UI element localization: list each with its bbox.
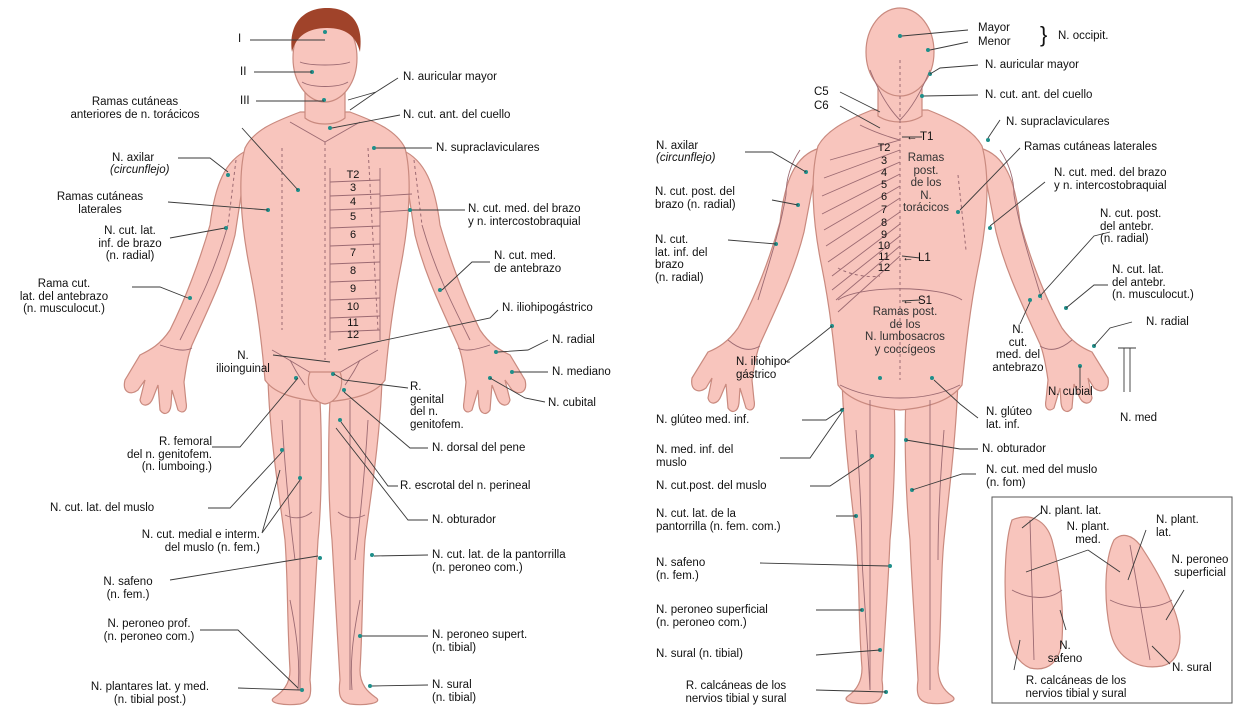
back-cut-lat-pantorrilla-label: N. cut. lat. de la pantorrilla (n. fem. … [656,508,781,533]
front-r-escrotal-label: R. escrotal del n. perineal [400,480,530,493]
back-cut-post-muslo-label: N. cut.post. del muslo [656,480,767,493]
back-cut-lat-inf-brazo-label: N. cut. lat. inf. del brazo (n. radial) [655,234,707,284]
front-safeno-label: N. safeno (n. fem.) [88,576,168,601]
back-occipit-label: N. occipit. [1058,30,1109,43]
front-ramas-cut-lat-label: Ramas cutáneas laterales [34,191,166,216]
back-supraclaviculares-label: N. supraclaviculares [1006,116,1110,129]
front-supraclaviculares-label: N. supraclaviculares [436,142,540,155]
back-radial-label: N. radial [1146,316,1189,329]
face-zone-label: I [238,33,241,46]
front-obturador-label: N. obturador [432,514,496,527]
front-cut-lat-pantorrilla-label: N. cut. lat. de la pantorrilla (n. peron… [432,549,566,574]
back-cut-post-antebr-label: N. cut. post. del antebr. (n. radial) [1100,208,1161,246]
front-cubital-label: N. cubital [548,397,596,410]
front-cut-medial-interm-label: N. cut. medial e interm. del muslo (n. f… [70,529,260,554]
inset-safeno-label: N. safeno [1040,640,1090,665]
front-auricular-mayor-label: N. auricular mayor [403,71,497,84]
back-t1-marker: ← [906,131,918,144]
front-iliohipogastrico-label: N. iliohipogástrico [502,302,593,315]
back-cut-post-brazo-label: N. cut. post. del brazo (n. radial) [655,186,736,211]
front-mediano-label: N. mediano [552,366,611,379]
back-cervical-label: C6 [814,100,829,113]
front-dorsal-pene-label: N. dorsal del pene [432,442,525,455]
front-axilar-sub-label: (circunflejo) [110,164,169,177]
inset-plant-lat-label: N. plant. lat. [1040,505,1101,518]
front-r-femoral-label: R. femoral del n. genitofem. (n. lumboin… [40,436,212,474]
back-med-inf-muslo-label: N. med. inf. del muslo [656,444,733,469]
face-zone-label: II [240,66,246,79]
front-peroneo-prof-label: N. peroneo prof. (n. peroneo com.) [84,618,214,643]
back-gluteo-lat-inf-label: N. glúteo lat. inf. [986,406,1032,431]
back-dermatome-label: 12 [870,263,898,275]
front-ramas-cut-ant-label: Ramas cutáneas anteriores de n. torácico… [20,96,250,121]
back-iliohipogastrico-label: N. iliohipo- gástrico [736,356,790,381]
inset-plant-med-label: N. plant. med. [1060,521,1116,546]
inset-r-calcaneas-label: R. calcáneas de los nervios tibial y sur… [996,675,1156,700]
front-dermatome-label: 12 [338,330,368,342]
inset-plant-lat-2-label: N. plant. lat. [1156,514,1199,539]
front-dermatome-label: 9 [338,284,368,296]
front-cut-ant-cuello-label: N. cut. ant. del cuello [403,109,510,122]
back-cut-med-antebrazo-label: N. cut. med. del antebrazo [978,324,1058,374]
back-mayor-label: Mayor [978,22,1010,35]
front-axilar-label: N. axilar [112,152,154,165]
front-cut-lat-muslo-label: N. cut. lat. del muslo [50,502,154,515]
back-dermatome-label: 8 [870,218,898,230]
back-auricular-mayor-label: N. auricular mayor [985,59,1079,72]
back-ramas-cut-lat-label: Ramas cutáneas laterales [1024,141,1157,154]
back-cervical-label: C5 [814,86,829,99]
back-cut-lat-antebr-label: N. cut. lat. del antebr. (n. musculocut.… [1112,264,1194,302]
front-sural-label: N. sural (n. tibial) [432,679,476,704]
back-gluteo-med-inf-label: N. glúteo med. inf. [656,414,749,427]
back-dermatome-label: 5 [870,180,898,192]
back-cut-med-muslo-label: N. cut. med del muslo (n. fom) [986,464,1097,489]
back-cut-med-brazo-label: N. cut. med. del brazo y n. intercostobr… [1054,167,1167,192]
back-t1-label: T1 [920,131,933,144]
front-dermatome-label: 10 [338,302,368,314]
back-axilar-label: N. axilar [656,140,698,153]
front-cut-med-brazo-label: N. cut. med. del brazo y n. intercostobr… [468,203,581,228]
back-l1-marker: ← [902,252,914,265]
front-dermatome-label: 8 [338,266,368,278]
back-axilar-sub-label: (circunflejo) [656,152,715,165]
back-peroneo-superficial-label: N. peroneo superficial (n. peroneo com.) [656,604,768,629]
inset-peroneo-superficial-label: N. peroneo superficial [1168,554,1232,579]
front-dermatome-label: 6 [338,230,368,242]
back-dermatome-label: 4 [870,168,898,180]
front-dermatome-label: 7 [338,248,368,260]
back-r-calcaneas-label: R. calcáneas de los nervios tibial y sur… [656,680,816,705]
front-dermatome-label: 11 [338,318,368,330]
back-safeno-label: N. safeno (n. fem.) [656,557,705,582]
front-ilioinguinal-label: N. ilioinguinal [212,350,274,375]
front-cut-med-antebrazo-label: N. cut. med. de antebrazo [494,250,561,275]
back-l1-label: L1 [918,252,931,265]
front-dermatome-label: 3 [338,183,368,195]
front-r-genital-label: R. genital del n. genitofem. [410,381,464,431]
back-dermatome-label: 3 [870,156,898,168]
front-rama-cut-lat-antebrazo-label: Rama cut. lat. del antebrazo (n. musculo… [0,278,128,316]
back-dermatome-label: 6 [870,192,898,204]
back-dermatome-label: 7 [870,205,898,217]
back-menor-label: Menor [978,36,1011,49]
front-radial-label: N. radial [552,334,595,347]
back-cubial-label: N. cubial [1048,386,1093,399]
back-ramas-post-toracicos-label: Ramas post. de los N. torácicos [896,152,956,215]
inset-sural-label: N. sural [1172,662,1212,675]
back-med-label: N. med [1120,412,1157,425]
front-peroneo-supert-label: N. peroneo supert. (n. tibial) [432,629,527,654]
back-ramas-post-lumbo-label: Ramas post. de los N. lumbosacros y cocc… [850,306,960,356]
front-dermatome-label: 5 [338,212,368,224]
front-plantares-label: N. plantares lat. y med. (n. tibial post… [60,681,240,706]
back-sural-label: N. sural (n. tibial) [656,648,743,661]
back-dermatome-label: T2 [870,143,898,155]
brace-icon: } [1040,22,1047,48]
front-dermatome-label: 4 [338,197,368,209]
back-cut-ant-cuello-label: N. cut. ant. del cuello [985,89,1092,102]
front-dermatome-label: T2 [338,170,368,182]
front-cut-lat-inf-brazo-label: N. cut. lat. inf. de brazo (n. radial) [90,225,170,263]
back-obturador-label: N. obturador [982,443,1046,456]
